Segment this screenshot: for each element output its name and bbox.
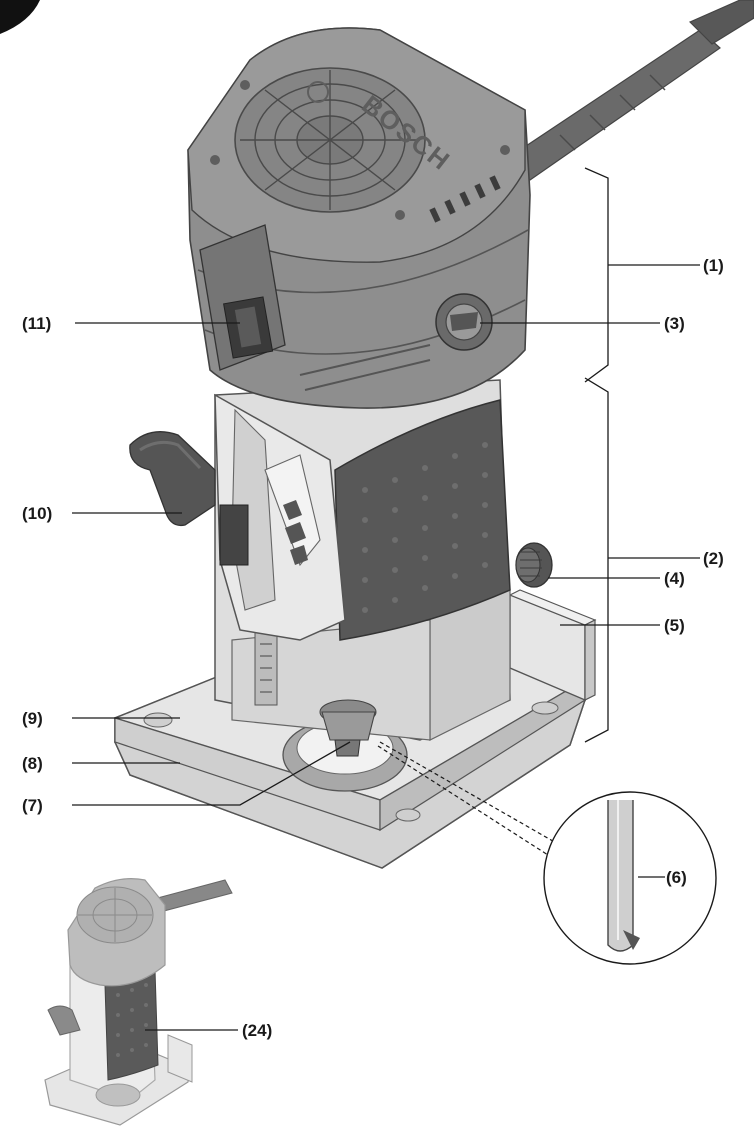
bit-detail-inset [543, 791, 717, 965]
callout-11: (11) [22, 314, 51, 333]
callout-4: (4) [664, 569, 685, 588]
clamp-frame [214, 393, 346, 641]
bracket-2 [584, 377, 609, 743]
callout-labels: (1) (2) (3) (4) (5) (6) (7) (8) (9) (10)… [22, 256, 724, 1040]
callout-5: (5) [664, 616, 685, 635]
router-small [44, 878, 233, 1126]
callout-8: (8) [22, 754, 43, 773]
router-main: BOSCH [112, 0, 754, 869]
clamping-lever [129, 431, 216, 527]
callout-1: (1) [703, 256, 724, 275]
bit-dashed-leaders [377, 741, 566, 856]
callout-7: (7) [22, 796, 43, 815]
callout-24: (24) [242, 1021, 272, 1040]
router-bit [334, 739, 361, 757]
bracket-1 [584, 167, 609, 383]
parallel-guide [508, 589, 597, 702]
power-cord [503, 0, 754, 181]
fine-adjust-knob [515, 542, 553, 588]
on-off-switch [199, 224, 286, 371]
callout-2: (2) [703, 549, 724, 568]
callout-10: (10) [22, 504, 52, 523]
callout-6: (6) [666, 868, 687, 887]
leader-lines [72, 264, 700, 1031]
corner-badge [0, 0, 40, 34]
rubber-grip [334, 399, 511, 641]
motor-housing: BOSCH [187, 27, 531, 409]
callout-9: (9) [22, 709, 43, 728]
callout-3: (3) [664, 314, 685, 333]
